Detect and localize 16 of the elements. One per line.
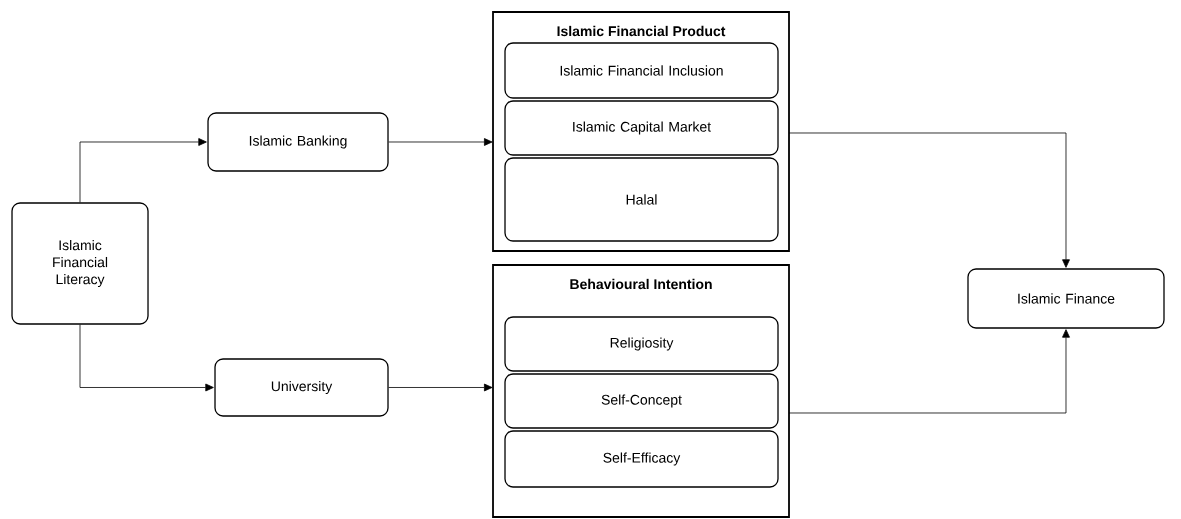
process-box: Islamic Capital Market bbox=[504, 100, 779, 156]
arrow bbox=[788, 329, 1070, 414]
arrow bbox=[388, 138, 493, 146]
arrow bbox=[388, 383, 493, 392]
process-box: Self-Efficacy bbox=[504, 430, 779, 488]
process-box: Islamic Financial Literacy bbox=[11, 202, 149, 325]
process-box: Islamic Financial Inclusion bbox=[504, 42, 779, 99]
process-box: Self-Concept bbox=[504, 373, 779, 429]
arrow bbox=[79, 324, 214, 392]
process-box: Islamic Finance bbox=[967, 268, 1165, 329]
process-box: Halal bbox=[504, 157, 779, 242]
arrow bbox=[79, 138, 207, 203]
process-box: Islamic Banking bbox=[207, 112, 389, 172]
process-box: University bbox=[214, 358, 389, 417]
arrow bbox=[788, 132, 1070, 268]
process-box: Religiosity bbox=[504, 316, 779, 372]
